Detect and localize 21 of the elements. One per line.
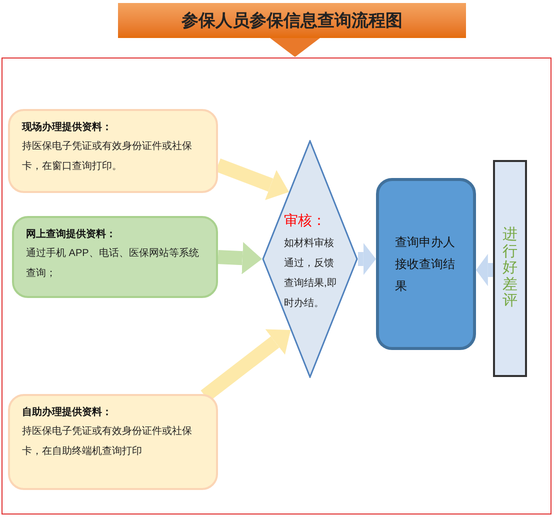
- process-box: [8, 109, 218, 193]
- process-text: 通过手机 APP、电话、医保网站等系统查询；: [26, 246, 200, 281]
- review-text: 如材料审核通过，反馈查询结果,即时办结。: [284, 236, 338, 310]
- block-arrow: [358, 242, 376, 276]
- process-text: 持医保电子凭证或有效身份证件或社保卡，在自助终端机查询打印: [22, 424, 193, 459]
- block-arrow: [218, 242, 262, 274]
- callout-box: [493, 160, 527, 377]
- process-heading: 自助办理提供资料：: [22, 406, 113, 420]
- title-banner: 参保人员参保信息查询流程图: [118, 3, 466, 38]
- review-heading: 审核：: [284, 212, 327, 230]
- process-heading: 现场办理提供资料：: [22, 120, 113, 135]
- process-heading: 网上查询提供资料：: [26, 228, 117, 242]
- block-arrow: [216, 158, 290, 200]
- result-text: 查询申办人接收查询结果: [395, 234, 456, 295]
- process-box: [12, 216, 218, 298]
- block-arrow: [476, 254, 493, 286]
- process-text: 持医保电子凭证或有效身份证件或社保卡，在窗口查询打印。: [22, 140, 193, 174]
- decision-diamond: [262, 140, 358, 378]
- result-box: [376, 178, 476, 350]
- process-box: [8, 394, 218, 490]
- callout-text: 进行好差评: [502, 227, 518, 310]
